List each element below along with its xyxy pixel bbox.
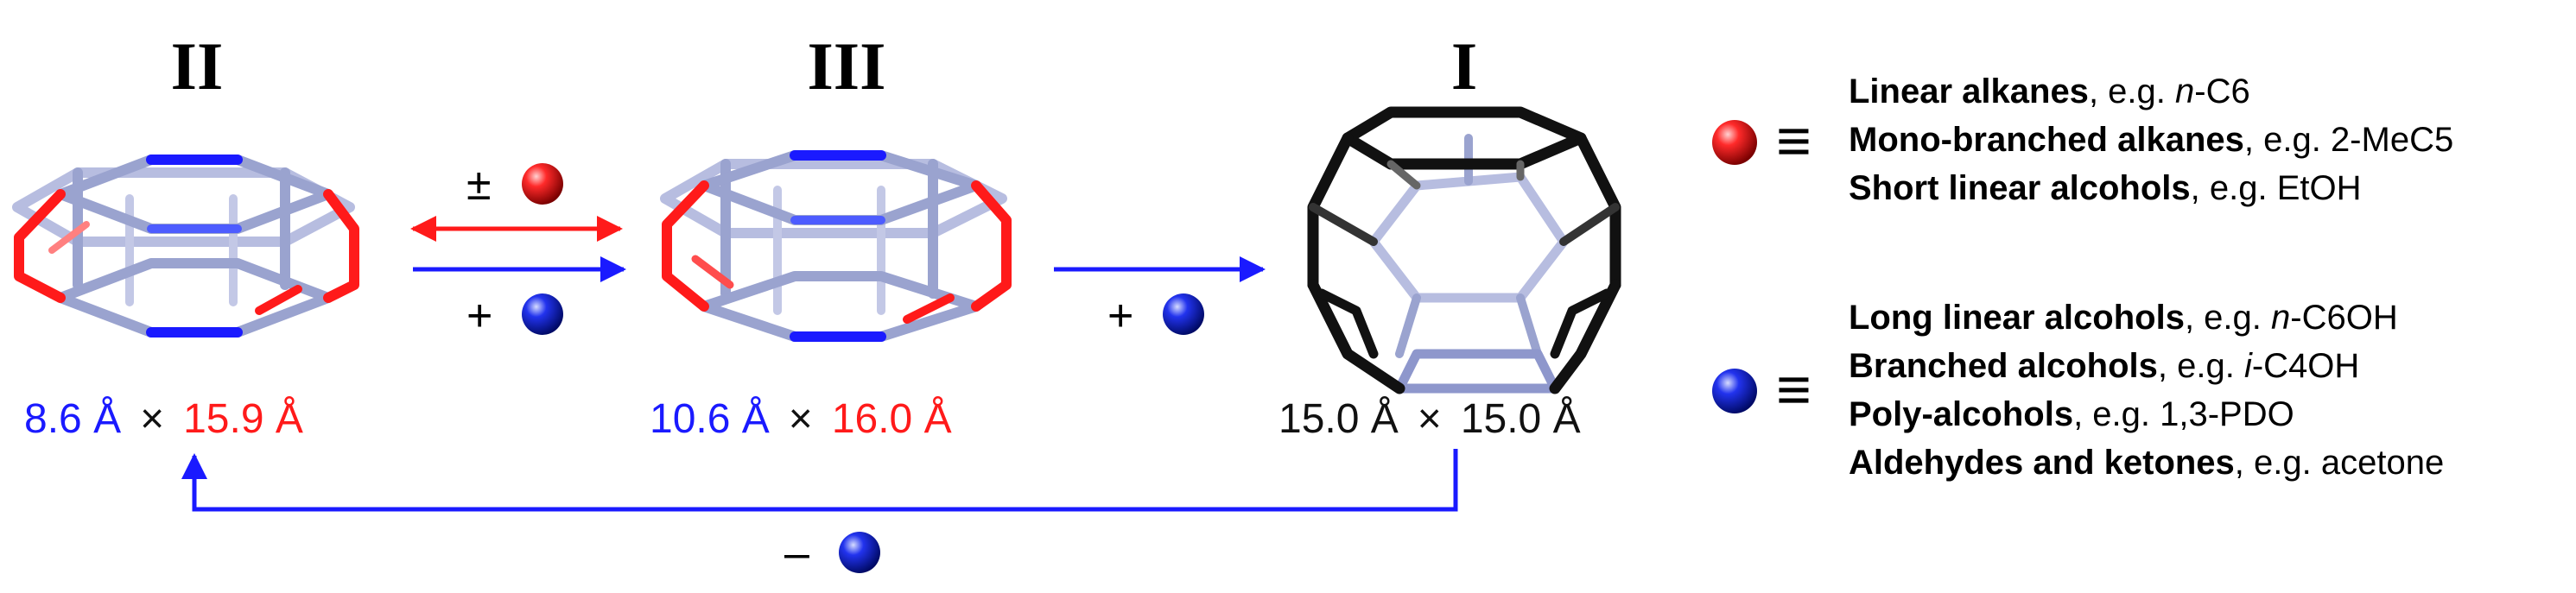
cage-ii-icon — [12, 155, 359, 338]
legend-item: Linear alkanes, e.g. n-C6 — [1849, 73, 2250, 110]
dims-iii: 10.6 Å × 16.0 Å — [650, 399, 952, 440]
blue-sphere-icon — [1163, 293, 1204, 335]
equiv-symbol-red: ≡ — [1776, 107, 1811, 174]
times-symbol: × — [788, 396, 813, 442]
legend-item: Short linear alcohols, e.g. EtOH — [1849, 169, 2362, 207]
red-sphere-icon — [522, 163, 563, 205]
dims-i: 15.0 Å × 15.0 Å — [1278, 399, 1581, 440]
dims-ii-b: 15.9 Å — [183, 396, 303, 442]
dims-i-a: 15.0 Å — [1278, 396, 1399, 442]
legend-blue-sphere-icon — [1712, 369, 1757, 413]
legend-item: Aldehydes and ketones, e.g. acetone — [1849, 444, 2445, 482]
equiv-symbol-blue: ≡ — [1776, 356, 1811, 423]
times-symbol: × — [1417, 396, 1442, 442]
dims-iii-a: 10.6 Å — [650, 396, 770, 442]
add-sign-1: + — [466, 291, 493, 341]
legend-item: Branched alcohols, e.g. i-C4OH — [1849, 347, 2360, 385]
add-sign-2: + — [1107, 291, 1134, 341]
times-symbol: × — [140, 396, 165, 442]
blue-sphere-icon — [839, 532, 880, 573]
legend-item: Poly-alcohols, e.g. 1,3-PDO — [1849, 395, 2294, 433]
remove-sign: – — [784, 528, 809, 578]
cage-iii-icon — [660, 150, 1012, 342]
legend-blue-group: Long linear alcohols, e.g. n-C6OH Branch… — [1849, 293, 2444, 487]
dims-iii-b: 16.0 Å — [831, 396, 952, 442]
legend-item: Long linear alcohols, e.g. n-C6OH — [1849, 299, 2398, 337]
stage-label-ii: II — [170, 28, 224, 104]
legend-item: Mono-branched alkanes, e.g. 2-MeC5 — [1849, 121, 2454, 159]
legend-red-group: Linear alkanes, e.g. n-C6 Mono-branched … — [1849, 67, 2453, 212]
stage-label-i: I — [1450, 28, 1478, 104]
legend-red-sphere-icon — [1712, 120, 1757, 165]
cage-i-icon — [1307, 106, 1621, 394]
reversible-sign: ± — [466, 160, 492, 210]
dims-i-b: 15.0 Å — [1460, 396, 1581, 442]
dims-ii: 8.6 Å × 15.9 Å — [24, 399, 303, 440]
blue-sphere-icon — [522, 293, 563, 335]
stage-label-iii: III — [807, 28, 886, 104]
dims-ii-a: 8.6 Å — [24, 396, 122, 442]
return-arrow-blue — [181, 449, 1458, 512]
